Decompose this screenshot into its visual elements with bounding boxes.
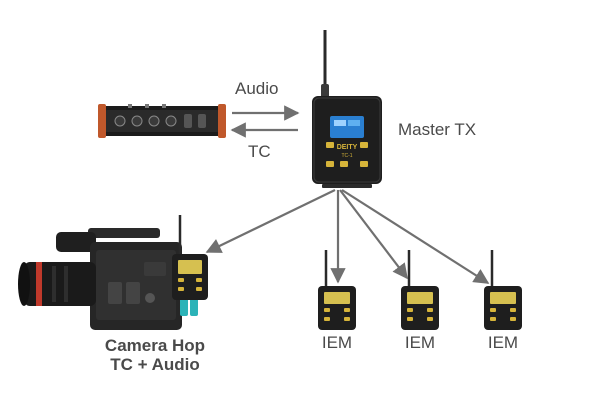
iem-label-1: IEM xyxy=(322,333,352,352)
master-tx-device: DEITY TC-1 xyxy=(312,30,382,188)
iem-receiver-3 xyxy=(484,250,522,330)
mixer-recorder-device xyxy=(98,104,226,138)
tc-label: TC xyxy=(248,142,271,161)
iem-label-3: IEM xyxy=(488,333,518,352)
master-tx-screen xyxy=(330,116,364,138)
device-model-text: TC-1 xyxy=(341,153,352,159)
iem-label-2: IEM xyxy=(405,333,435,352)
cinema-camera xyxy=(18,228,198,330)
device-brand-text: DEITY xyxy=(337,144,358,151)
arrow-to-iem-3 xyxy=(341,189,490,284)
camera-hop-label-line2: TC + Audio xyxy=(110,355,200,374)
arrow-to-camera-hop xyxy=(205,189,336,253)
master-tx-label: Master TX xyxy=(398,120,476,139)
arrow-to-iem-2 xyxy=(339,189,408,280)
audio-label: Audio xyxy=(235,79,278,98)
iem-receiver-2 xyxy=(401,250,439,330)
camera-hop-receiver xyxy=(172,215,208,300)
iem-receiver-1 xyxy=(318,250,356,330)
camera-hop-label-line1: Camera Hop xyxy=(105,336,205,355)
